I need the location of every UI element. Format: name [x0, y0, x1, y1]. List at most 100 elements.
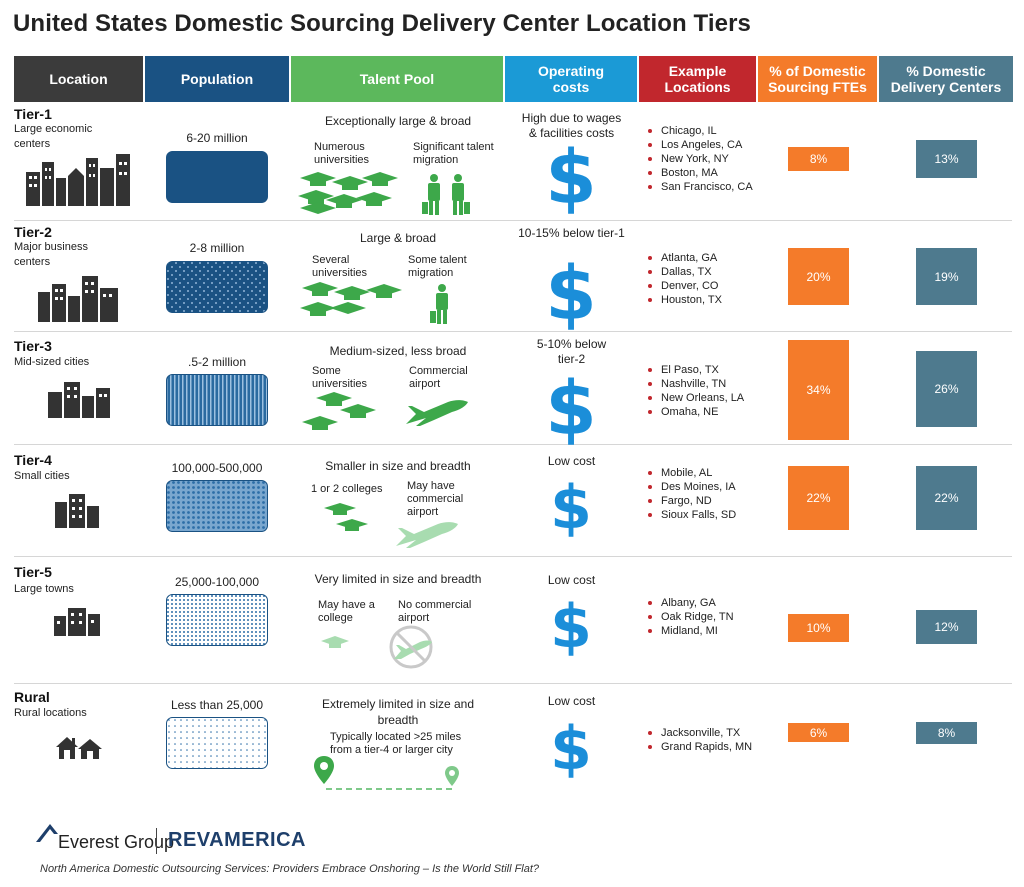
tier-name: Rural [14, 689, 50, 705]
talent-heading: Very limited in size and breadth [314, 572, 482, 586]
revamerica-logo: REVAMERICA [168, 829, 306, 851]
population-density-box [166, 594, 268, 646]
talent-detail-right: Some talent migration [408, 254, 467, 279]
location-item: Des Moines, IA [648, 480, 736, 494]
center-share-bar: 13% [916, 140, 977, 178]
header-example-locations: Example Locations [639, 56, 756, 102]
location-item: Boston, MA [648, 166, 753, 180]
population-density-box [166, 480, 268, 532]
graduation-cap-icon [302, 392, 376, 430]
location-item: Chicago, IL [648, 124, 753, 138]
location-item: Atlanta, GA [648, 251, 722, 265]
header-operating-costs: Operating costs [505, 56, 637, 102]
operating-cost-text: High due to wages & facilities costs [521, 111, 622, 140]
talent-detail-right: No commercial airport [398, 599, 472, 624]
tier-description: Rural locations [14, 707, 87, 719]
header-location: Location [14, 56, 143, 102]
fte-share-bar: 22% [788, 466, 849, 530]
airplane-icon [396, 522, 458, 548]
building-icon [54, 608, 100, 636]
traveler-icon [430, 284, 448, 324]
house-icon [56, 737, 102, 759]
talent-detail-left: 1 or 2 colleges [311, 483, 383, 495]
location-item: Nashville, TN [648, 377, 744, 391]
tier-name: Tier-3 [14, 338, 52, 354]
tier-description: Small cities [14, 470, 70, 482]
operating-cost-text: Low cost [547, 694, 596, 708]
talent-detail-right: Significant talent migration [413, 141, 494, 166]
header-center-share: % Domestic Delivery Centers [879, 56, 1013, 102]
population-density-box [166, 151, 268, 203]
tier-name: Tier-4 [14, 452, 52, 468]
center-share-bar: 12% [916, 610, 977, 644]
graduation-cap-icon [300, 282, 402, 316]
dollar-icon: $ [545, 251, 597, 337]
talent-heading: Large & broad [359, 231, 437, 245]
fte-share-bar: 20% [788, 248, 849, 305]
example-locations-list: El Paso, TX Nashville, TN New Orleans, L… [648, 363, 744, 419]
location-item: El Paso, TX [648, 363, 744, 377]
population-label: 6-20 million [186, 131, 248, 145]
map-route-icon [314, 756, 459, 790]
row-divider [14, 445, 1012, 557]
example-locations-list: Jacksonville, TX Grand Rapids, MN [648, 726, 752, 754]
everest-group-logo: Everest Group [58, 832, 175, 852]
traveler-icon [422, 174, 470, 215]
tier-description: Major business centers [14, 241, 88, 268]
population-label: 2-8 million [189, 241, 245, 255]
location-item: New York, NY [648, 152, 753, 166]
tier-description: Large economic centers [14, 123, 93, 150]
tier-name: Tier-1 [14, 106, 52, 122]
report-caption: North America Domestic Outsourcing Servi… [40, 863, 540, 875]
row-divider [14, 104, 1012, 221]
talent-detail-left: Numerous universities [314, 141, 370, 166]
page-title: United States Domestic Sourcing Delivery… [13, 10, 751, 37]
row-divider [14, 557, 1012, 684]
talent-detail-left: Several universities [312, 254, 368, 279]
tier-name: Tier-2 [14, 224, 52, 240]
center-share-bar: 22% [916, 466, 977, 530]
location-item: Dallas, TX [648, 265, 722, 279]
airplane-icon [406, 400, 468, 426]
skyline-icon [38, 276, 118, 322]
row-divider [14, 332, 1012, 445]
graduation-cap-icon [298, 172, 398, 214]
location-item: Oak Ridge, TN [648, 610, 734, 624]
tier-description: Mid-sized cities [14, 356, 90, 368]
population-density-box [166, 717, 268, 769]
population-label: Less than 25,000 [170, 698, 264, 712]
talent-detail-right: May have commercial airport [407, 480, 464, 518]
population-label: 100,000-500,000 [171, 461, 263, 475]
dollar-icon: $ [550, 592, 592, 662]
population-density-box [166, 374, 268, 426]
fte-share-bar: 10% [788, 614, 849, 642]
location-item: Omaha, NE [648, 405, 744, 419]
example-locations-list: Albany, GA Oak Ridge, TN Midland, MI [648, 596, 734, 638]
operating-cost-text: 5-10% below tier-2 [536, 337, 607, 366]
logo-divider [156, 828, 157, 854]
dollar-icon: $ [545, 366, 597, 452]
talent-heading: Exceptionally large & broad [324, 114, 472, 128]
header-fte-share: % of Domestic Sourcing FTEs [758, 56, 877, 102]
population-label: 25,000-100,000 [174, 575, 260, 589]
location-item: Sioux Falls, SD [648, 508, 736, 522]
dollar-icon: $ [545, 135, 597, 221]
everest-logo-icon [36, 824, 58, 842]
fte-share-bar: 34% [788, 340, 849, 440]
operating-cost-text: Low cost [547, 454, 596, 468]
fte-share-bar: 8% [788, 147, 849, 171]
talent-detail-right: Commercial airport [409, 365, 468, 390]
building-icon [48, 382, 110, 418]
building-icon [55, 494, 99, 528]
row-divider [14, 221, 1012, 332]
dollar-icon: $ [550, 714, 592, 784]
location-item: Mobile, AL [648, 466, 736, 480]
talent-heading: Extremely limited in size and breadth [321, 697, 475, 727]
center-share-bar: 26% [916, 351, 977, 427]
example-locations-list: Atlanta, GA Dallas, TX Denver, CO Housto… [648, 251, 722, 307]
talent-heading: Smaller in size and breadth [325, 459, 471, 473]
example-locations-list: Chicago, IL Los Angeles, CA New York, NY… [648, 124, 753, 194]
location-item: Grand Rapids, MN [648, 740, 752, 754]
population-label: .5-2 million [187, 355, 247, 369]
talent-detail-left: Some universities [312, 365, 368, 390]
